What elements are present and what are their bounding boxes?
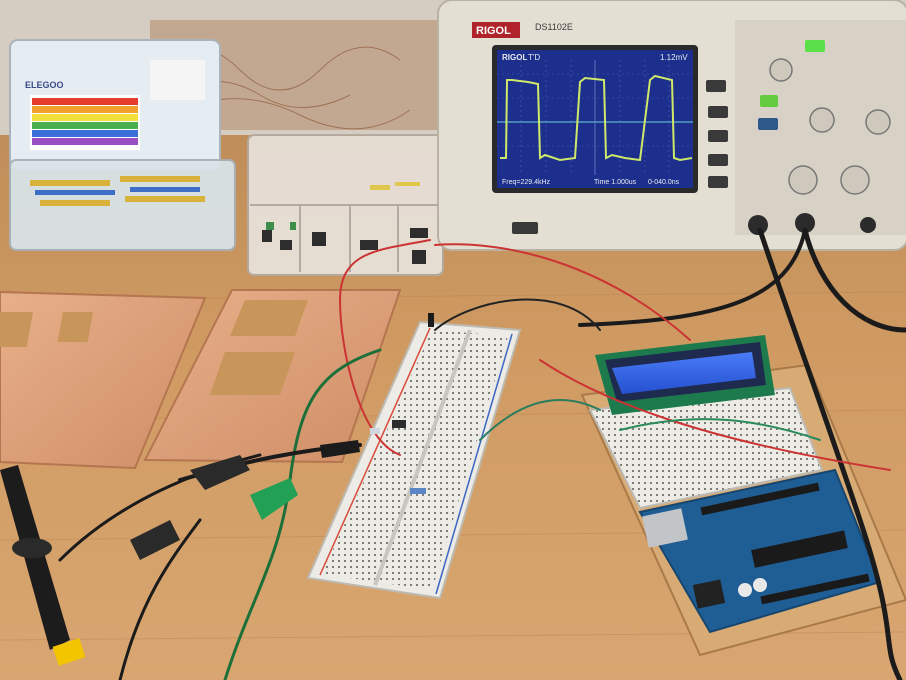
waveform-trace [500,74,693,162]
math-button [758,118,778,130]
resistor-kit-box [9,39,236,251]
scope-probe [0,465,86,666]
scope-knobs [769,58,891,195]
copper-board-left [0,290,207,470]
usb-port [512,222,538,234]
breadboard [306,320,522,600]
screen-mode: T'D [528,53,540,62]
model-label: DS1102E [535,22,573,32]
component-organizer-box [247,134,444,276]
rigol-logo-plate [472,22,520,38]
copper-board-right [143,289,402,464]
rigol-logo: RIGOL [476,25,511,37]
ch1-button [760,95,778,107]
lcd-module [595,335,775,415]
screen-frequency: Freq=229.4kHz [502,179,551,186]
breadboard-components [370,313,434,494]
arduino-uno [638,468,882,634]
screen-trigger-value: 1.12mV [660,53,688,62]
run-button [805,40,825,52]
screen-timebase: Time 1.000us [594,179,637,186]
softkey-column [706,80,728,188]
oscilloscope: RIGOL T'D 1.12mV Freq=229.4kHz Time 1.00… [437,0,906,251]
alligator-clips [130,440,360,560]
bnc-inputs [748,213,876,235]
screen-delay: 0-040.0ns [648,179,680,186]
elegoo-logo: ELEGOO [25,80,64,90]
screen-brand: RIGOL [502,53,527,62]
